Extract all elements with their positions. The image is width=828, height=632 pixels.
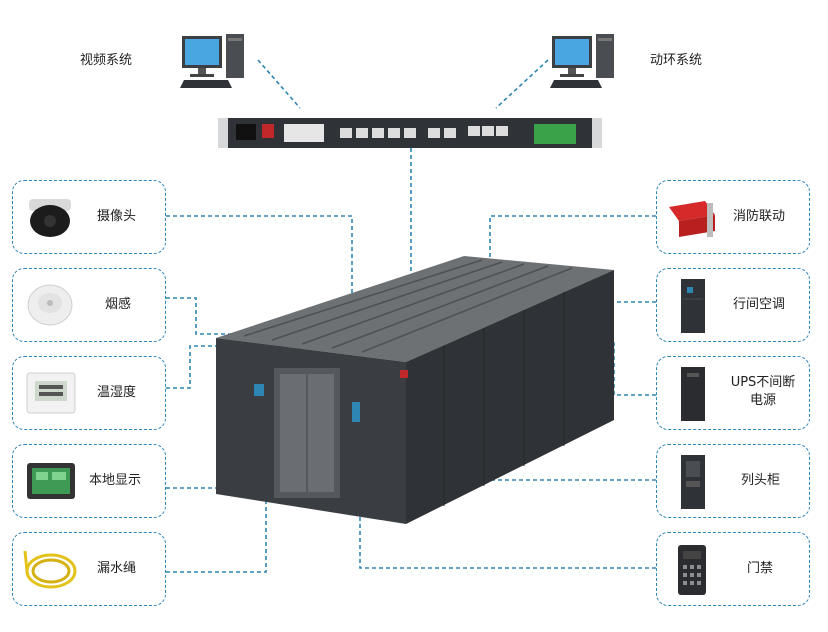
temp-humidity-label: 温湿度 xyxy=(97,385,137,400)
access-control-box: 门禁 xyxy=(656,532,810,606)
video-system-label: 视频系统 xyxy=(80,53,133,68)
smoke-label: 烟感 xyxy=(105,297,132,312)
access-control-label: 门禁 xyxy=(747,561,774,576)
ups-icon xyxy=(679,365,707,427)
desktop-computer-icon xyxy=(180,32,250,96)
micro-module-cabinet-icon xyxy=(204,250,624,534)
camera-box: 摄像头 xyxy=(12,180,166,254)
access-control-icon xyxy=(675,543,709,601)
line-env-gateway xyxy=(495,59,549,109)
thermo-hygrometer-icon xyxy=(25,371,77,419)
env-system-label: 动环系统 xyxy=(650,53,703,68)
pdu-cabinet-icon xyxy=(679,453,707,515)
camera-label: 摄像头 xyxy=(97,209,137,224)
dome-camera-icon xyxy=(25,195,75,243)
local-display-box: 本地显示 xyxy=(12,444,166,518)
smoke-detector-icon xyxy=(25,281,75,333)
inrow-ac-label: 行间空调 xyxy=(733,297,786,312)
fire-linkage-label: 消防联动 xyxy=(733,209,786,224)
ups-label: UPS不间断电源 xyxy=(730,375,796,408)
desktop-computer-icon xyxy=(550,32,620,96)
pdu-cabinet-label: 列头柜 xyxy=(741,473,781,488)
local-display-label: 本地显示 xyxy=(89,473,142,488)
inrow-ac-icon xyxy=(679,277,707,339)
leak-rope-box: 漏水绳 xyxy=(12,532,166,606)
fire-linkage-icon xyxy=(665,193,721,245)
line-video-gateway xyxy=(257,59,301,109)
ups-box: UPS不间断电源 xyxy=(656,356,810,430)
smoke-detector-box: 烟感 xyxy=(12,268,166,342)
inrow-ac-box: 行间空调 xyxy=(656,268,810,342)
pdu-cabinet-box: 列头柜 xyxy=(656,444,810,518)
leak-rope-label: 漏水绳 xyxy=(97,561,137,576)
touch-display-icon xyxy=(25,459,77,507)
monitoring-gateway-icon xyxy=(218,116,602,154)
fire-linkage-box: 消防联动 xyxy=(656,180,810,254)
leak-rope-icon xyxy=(23,545,79,597)
temp-humidity-box: 温湿度 xyxy=(12,356,166,430)
